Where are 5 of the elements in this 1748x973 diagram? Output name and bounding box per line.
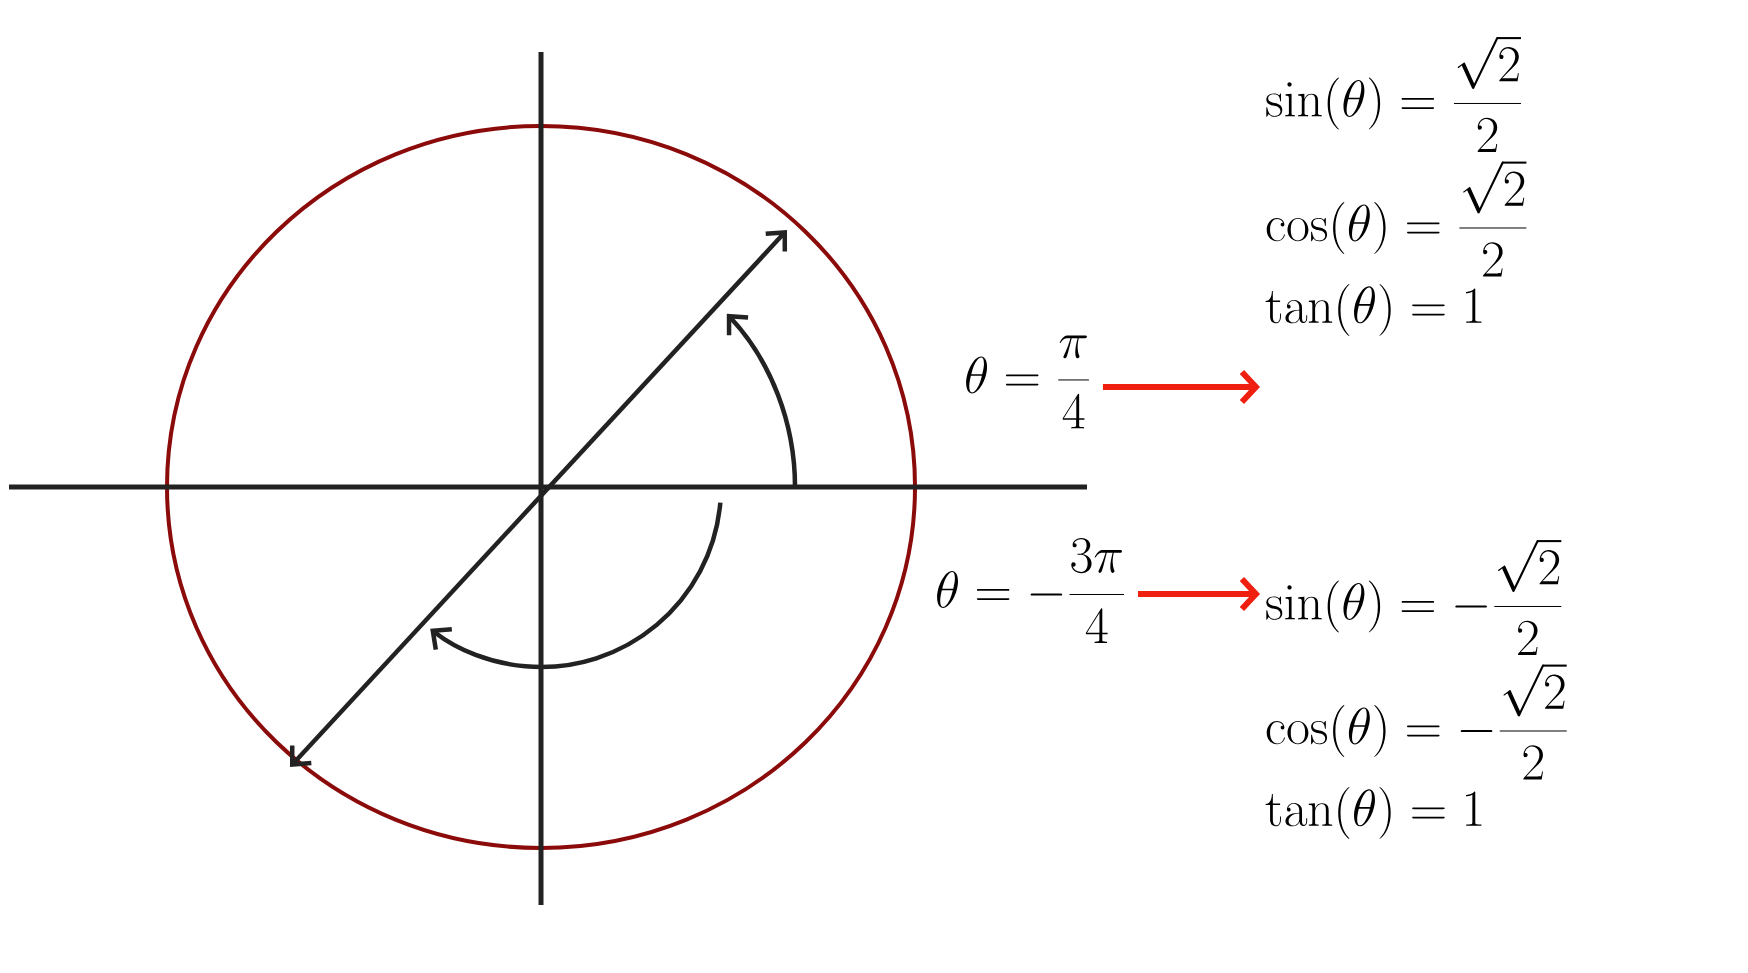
angle-label: $\theta = \frac{\pi}{4}$ [966, 335, 1089, 429]
arrow [1102, 369, 1260, 405]
formula-list: $\sin(\theta) = \frac{\sqrt{2}}{2}$ $\cos(\theta) = \frac{\sqrt{2}}{2}$ $\tan(\theta) = 1$ [1265, 37, 1527, 336]
formula-list: $\sin(\theta) = -\frac{\sqrt{2}}{2}$ $\cos(\theta) = -\frac{\sqrt{2}}{2}$ $\tan(\theta) = 1$ [1265, 540, 1567, 839]
angle-label: $\theta = -\frac{3\pi}{4}$ [937, 538, 1124, 643]
